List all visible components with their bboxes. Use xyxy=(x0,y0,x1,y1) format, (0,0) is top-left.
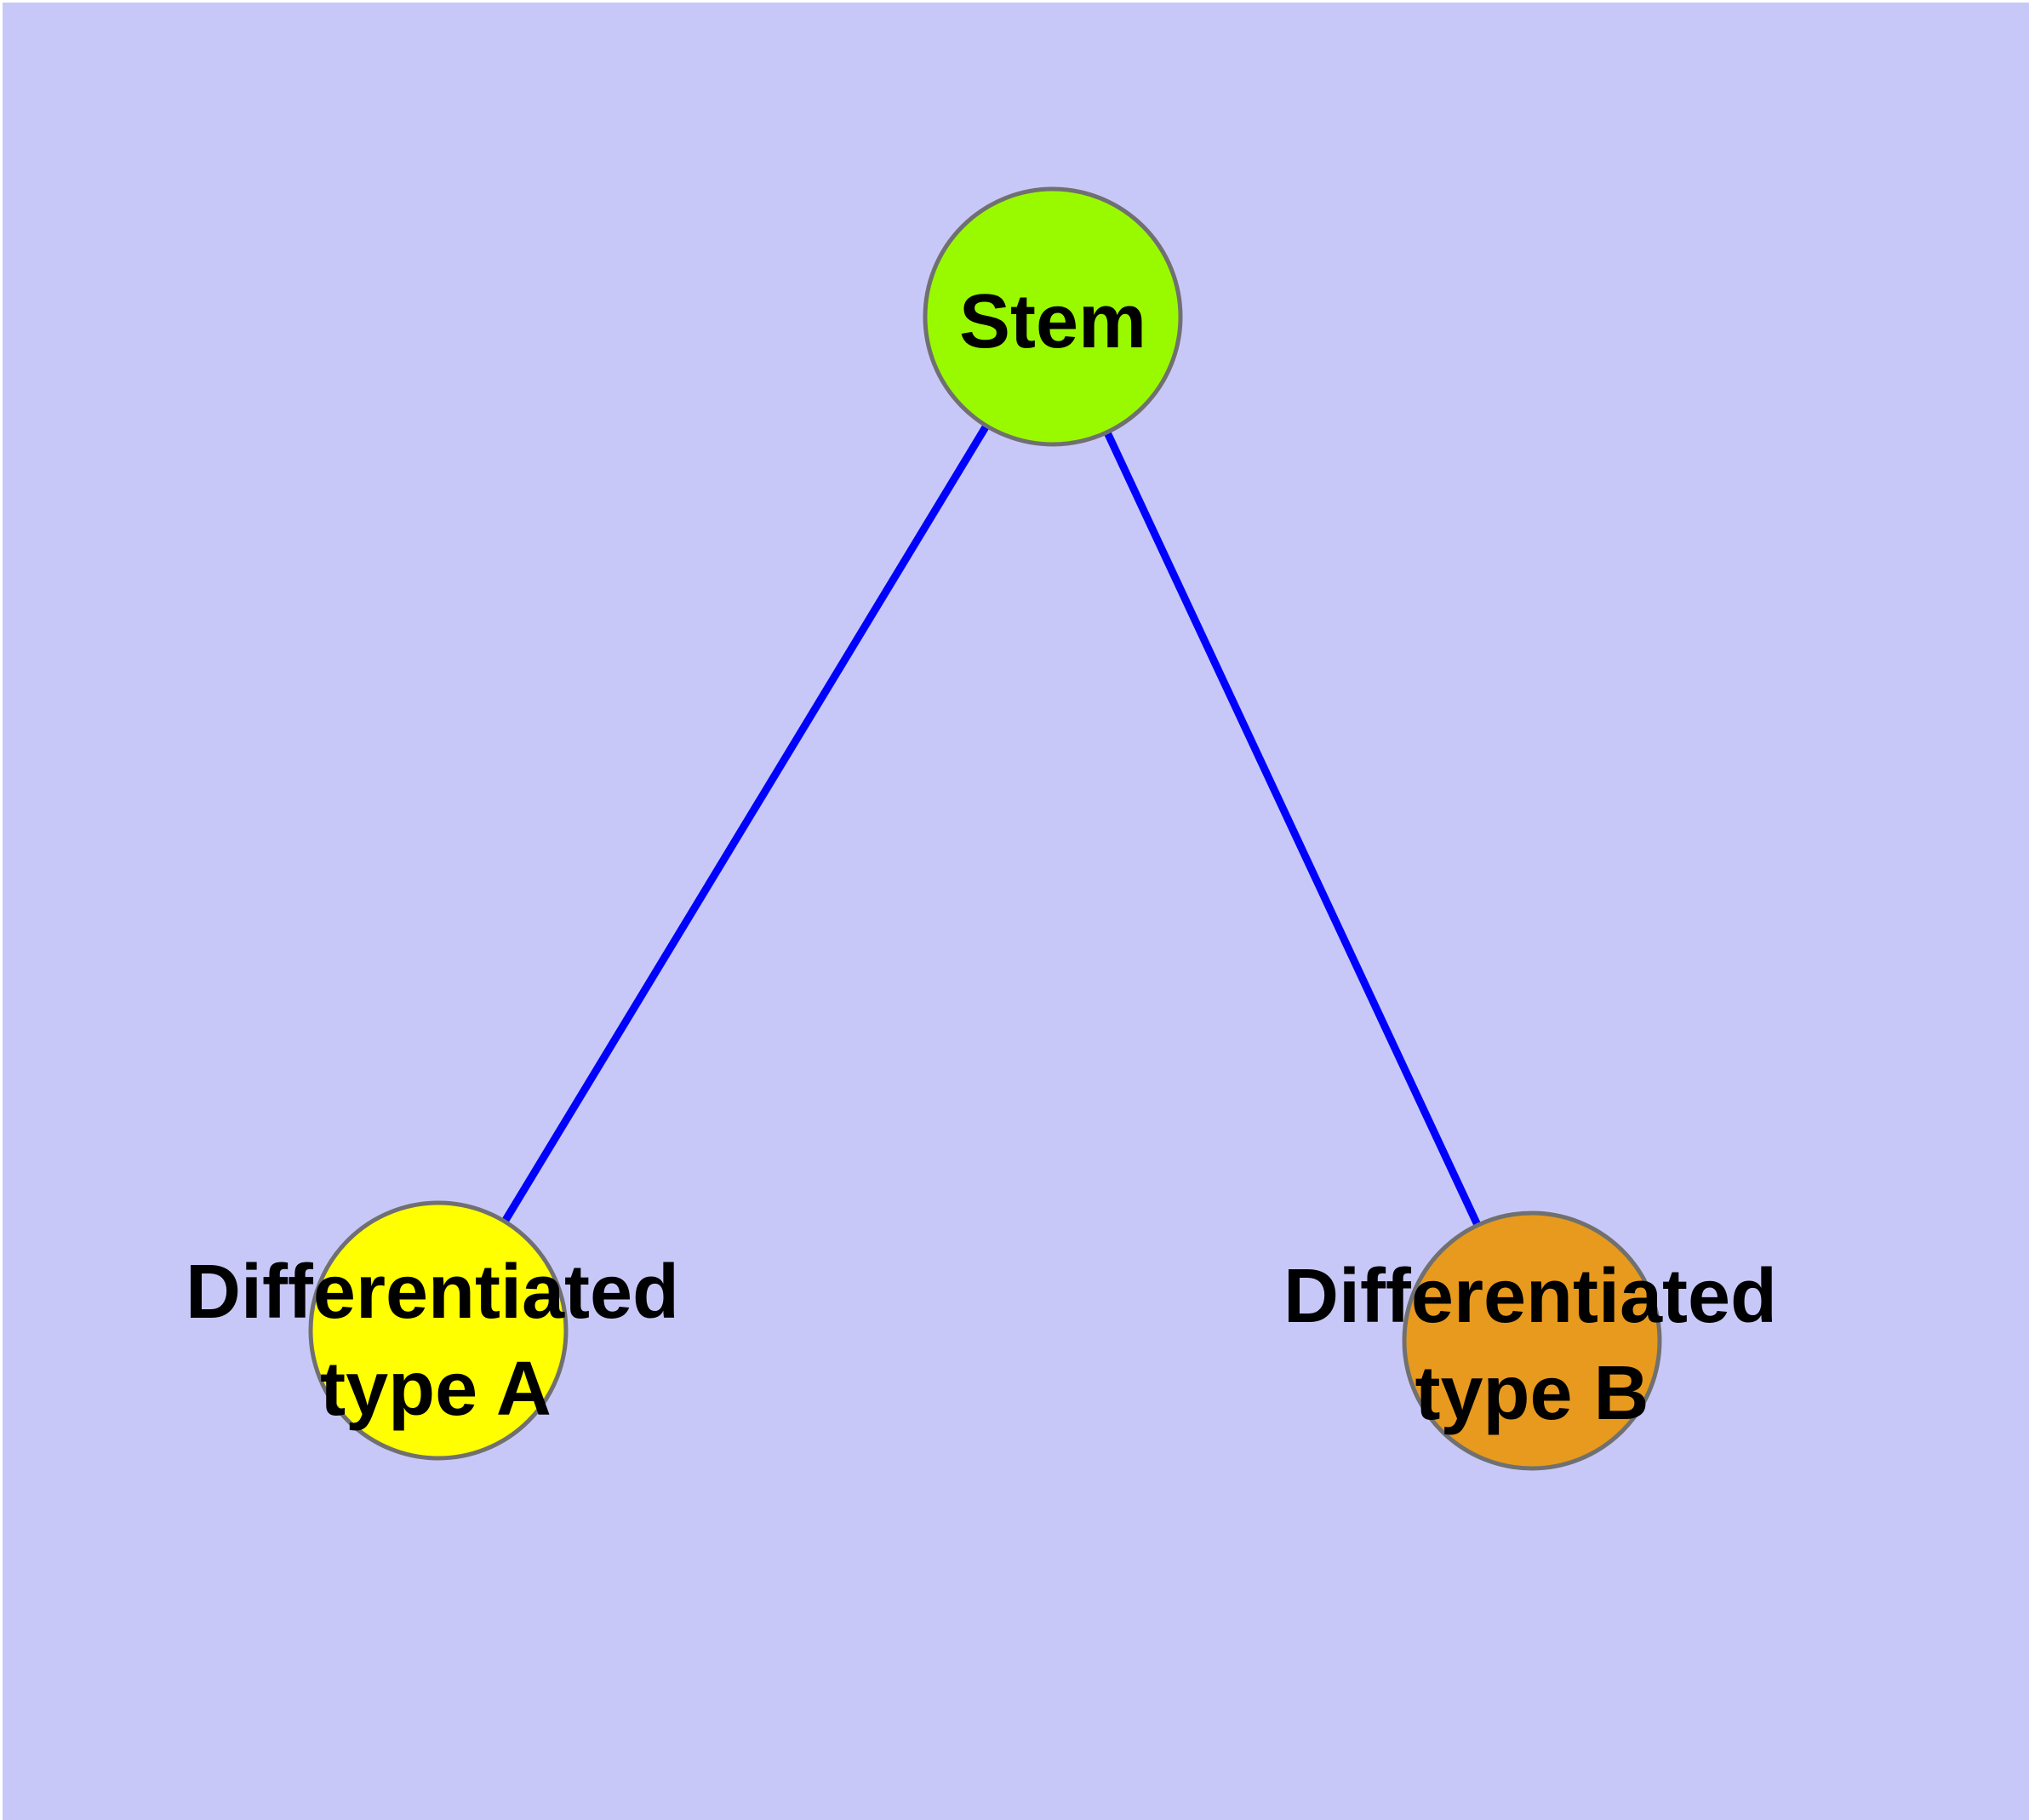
node-type-a-label-line1: Differentiated xyxy=(186,1250,679,1335)
edge-stem-to-type-a xyxy=(501,423,990,1224)
node-stem[interactable] xyxy=(923,186,1183,447)
node-type-a-label-line2: type A xyxy=(320,1347,552,1432)
node-differentiated-type-a[interactable] xyxy=(308,1200,569,1461)
node-type-b-label-line1: Differentiated xyxy=(1283,1254,1777,1339)
node-differentiated-type-b[interactable] xyxy=(1402,1210,1662,1471)
node-stem-label: Stem xyxy=(959,279,1146,364)
node-type-b-label-line2: type B xyxy=(1415,1351,1649,1436)
edge-stem-to-type-b xyxy=(1103,431,1482,1227)
